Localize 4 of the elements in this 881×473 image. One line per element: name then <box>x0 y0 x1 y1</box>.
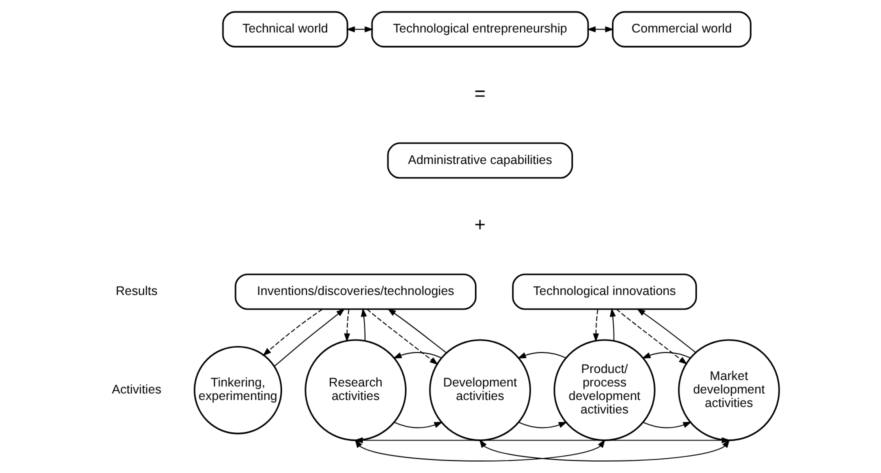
label: = <box>474 84 486 105</box>
label: + <box>474 214 486 236</box>
label: Results <box>115 284 158 298</box>
label: Activities <box>111 382 161 396</box>
